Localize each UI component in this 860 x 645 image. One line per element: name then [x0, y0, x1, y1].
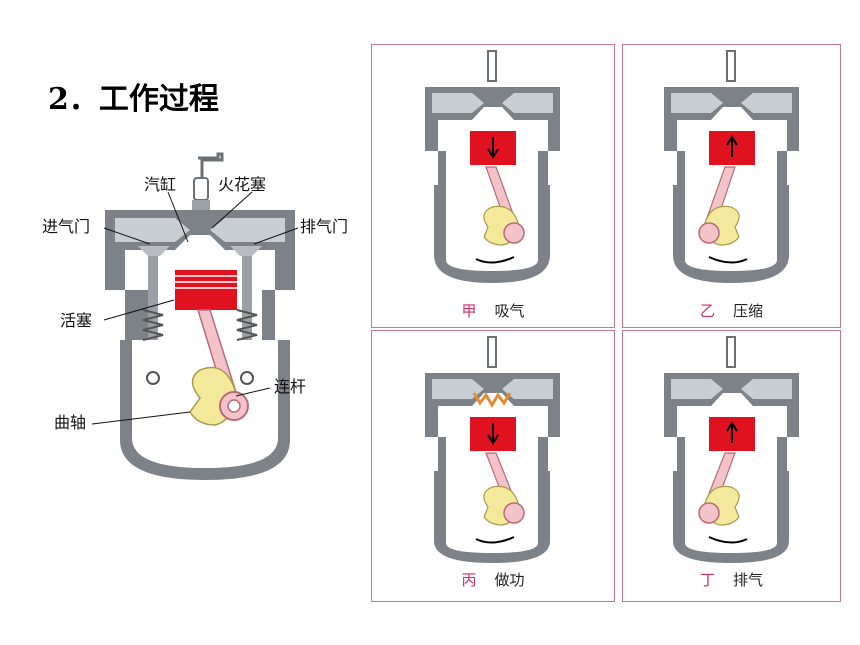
stroke-name: 吸气: [494, 302, 525, 320]
power-stroke-diagram: [425, 336, 560, 563]
stroke-letter: 甲: [461, 302, 477, 320]
stroke-letter: 乙: [699, 302, 715, 320]
stroke-name: 做功: [494, 571, 525, 589]
engine-illustration: [105, 152, 295, 480]
label-cylinder: 汽缸: [144, 175, 176, 194]
stroke-panel-power: 丙做功: [371, 330, 615, 602]
stroke-letter: 丙: [461, 571, 477, 589]
stroke-caption-intake: 甲吸气: [372, 300, 614, 321]
stroke-caption-exhaust: 丁排气: [623, 569, 840, 590]
stroke-name: 压缩: [733, 302, 764, 320]
stroke-panel-compression: 乙压缩: [622, 44, 841, 328]
label-spark-plug: 火花塞: [218, 175, 266, 194]
exhaust-stroke-diagram: [664, 336, 799, 563]
stroke-panel-intake: 甲吸气: [371, 44, 615, 328]
page-title: 2．工作过程: [48, 82, 219, 117]
label-connecting-rod: 连杆: [274, 377, 306, 396]
label-exhaust-valve: 排气门: [300, 217, 348, 236]
label-intake-valve: 进气门: [42, 217, 90, 236]
stroke-caption-power: 丙做功: [372, 569, 614, 590]
engine-labeled-diagram: 汽缸 火花塞 进气门 排气门 活塞 连杆 曲轴: [42, 152, 348, 480]
compression-stroke-diagram: [664, 50, 799, 283]
label-crankshaft: 曲轴: [54, 413, 86, 432]
intake-stroke-diagram: [425, 50, 560, 283]
label-piston: 活塞: [60, 311, 92, 330]
stroke-name: 排气: [733, 571, 764, 589]
stroke-letter: 丁: [699, 571, 715, 589]
stroke-caption-compression: 乙压缩: [623, 300, 840, 321]
stroke-panel-exhaust: 丁排气: [622, 330, 841, 602]
